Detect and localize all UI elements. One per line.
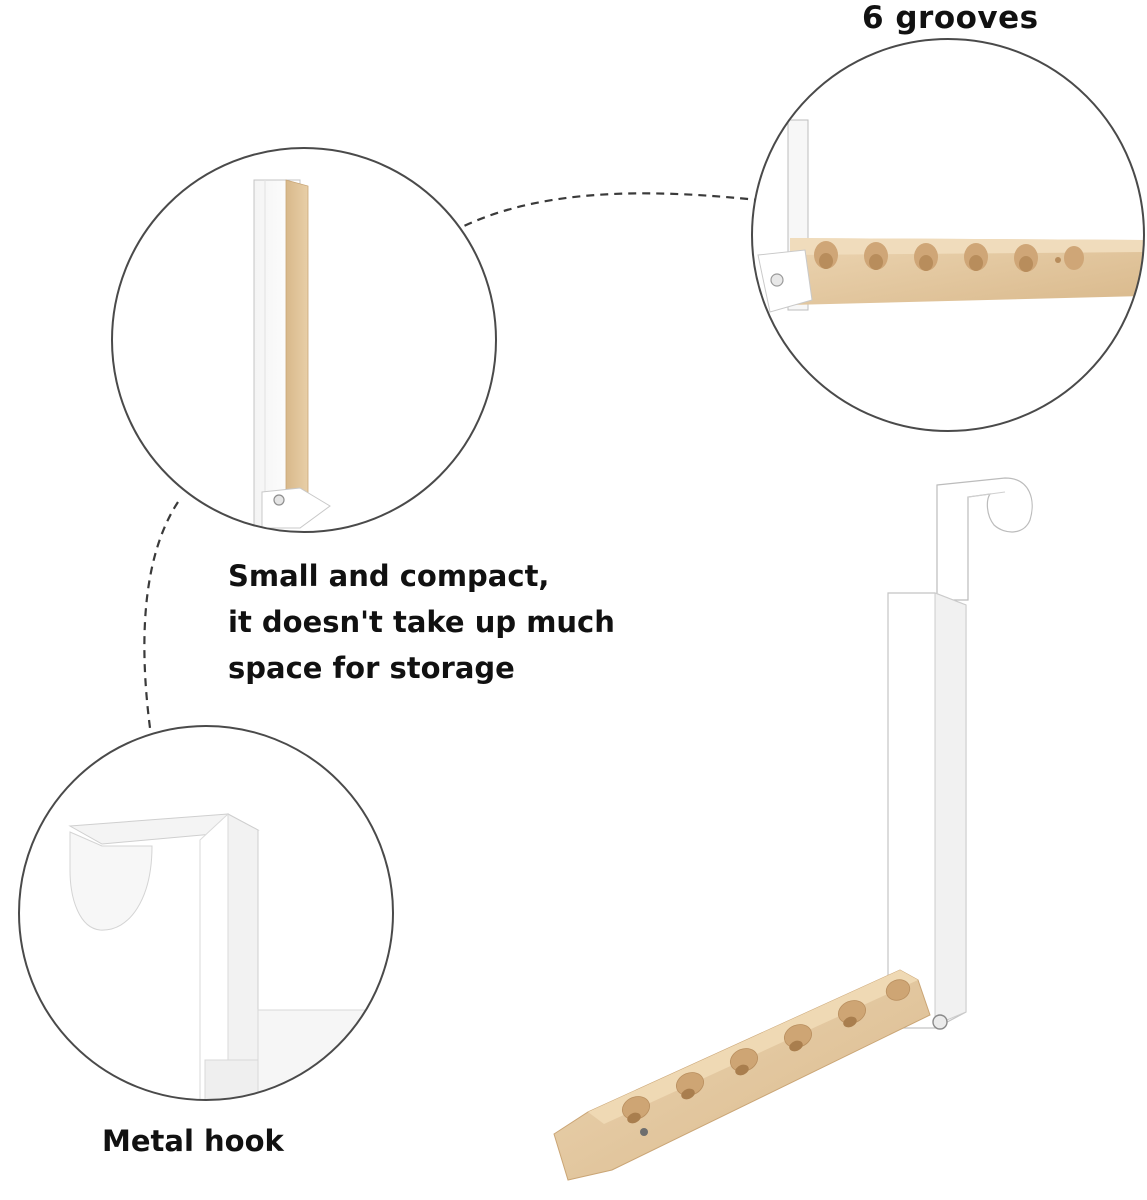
hook-detail-circle: [19, 726, 393, 1100]
dashed-connector-top: [451, 192, 759, 233]
compact-caption-line-2: it doesn't take up much: [228, 605, 615, 639]
grooves-caption: 6 grooves: [862, 0, 1039, 36]
grooves-detail-circle: [752, 39, 1144, 431]
compact-caption: Small and compact, it doesn't take up mu…: [228, 553, 615, 691]
compact-detail-circle: [112, 148, 496, 532]
dashed-connector-left: [143, 501, 179, 729]
folding-hanger-product: [553, 477, 1033, 1181]
compact-caption-line-1: Small and compact,: [228, 559, 550, 593]
compact-caption-line-3: space for storage: [228, 651, 515, 685]
metal-hook-caption: Metal hook: [102, 1124, 284, 1158]
